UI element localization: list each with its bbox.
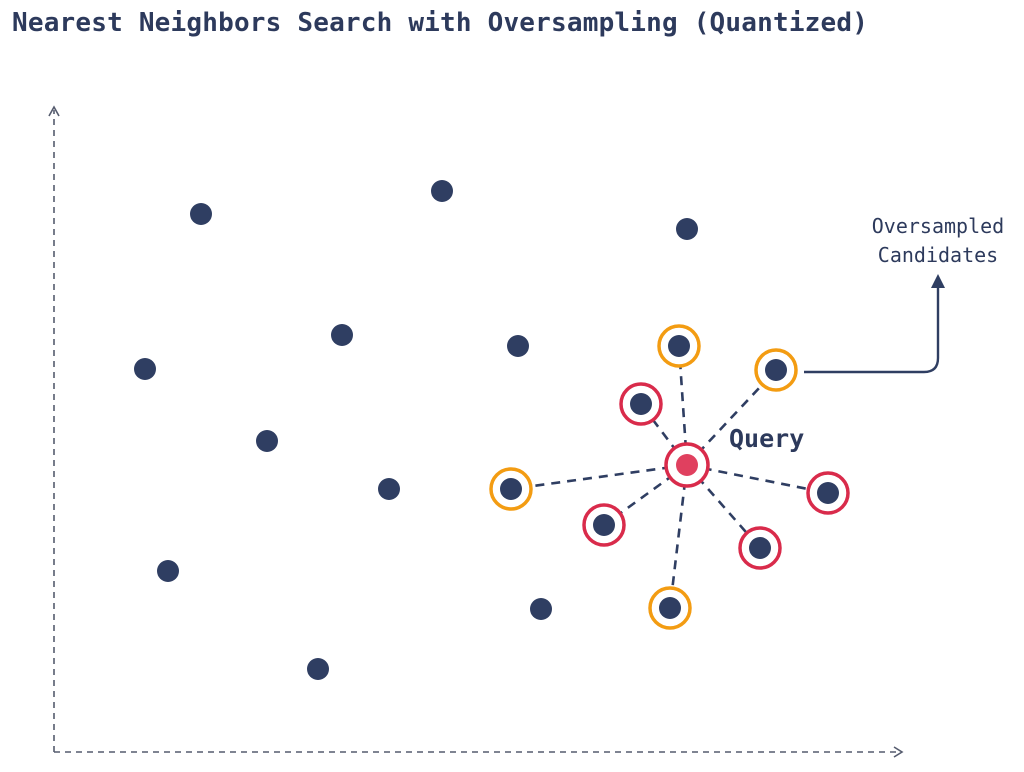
callout-arrow-icon <box>804 274 945 374</box>
link-bottom <box>668 464 689 609</box>
axes <box>48 105 904 758</box>
data-point <box>676 218 698 240</box>
link-left <box>510 463 688 491</box>
query-label: Query <box>729 424 804 453</box>
data-point <box>507 335 529 357</box>
nearest-neighbors <box>582 382 850 570</box>
oversampled-candidate <box>648 586 692 630</box>
oversampled-candidates <box>489 324 798 630</box>
data-point <box>307 658 329 680</box>
oversampled-candidate <box>657 324 701 368</box>
link-upper-left <box>639 403 689 466</box>
query-point <box>664 442 710 488</box>
data-point <box>530 598 552 620</box>
candidates-label-line1: Oversampled <box>872 214 1004 238</box>
data-point <box>431 180 453 202</box>
y-axis-arrow-icon <box>48 105 60 117</box>
link-right <box>686 463 829 495</box>
oversampled-candidate <box>489 467 533 511</box>
data-point <box>378 478 400 500</box>
data-point <box>157 560 179 582</box>
data-point <box>256 430 278 452</box>
data-point <box>134 358 156 380</box>
oversampled-candidate <box>754 348 798 392</box>
nearest-neighbor <box>619 382 663 426</box>
data-points <box>134 180 698 680</box>
x-axis-arrow-icon <box>893 746 904 758</box>
candidates-label-line2: Candidates <box>878 243 998 267</box>
data-point <box>190 203 212 225</box>
nearest-neighbor <box>806 471 850 515</box>
diagram-title: Nearest Neighbors Search with Oversampli… <box>12 8 869 38</box>
nearest-neighbor <box>738 526 782 570</box>
nearest-neighbor <box>582 503 626 547</box>
data-point <box>331 324 353 346</box>
